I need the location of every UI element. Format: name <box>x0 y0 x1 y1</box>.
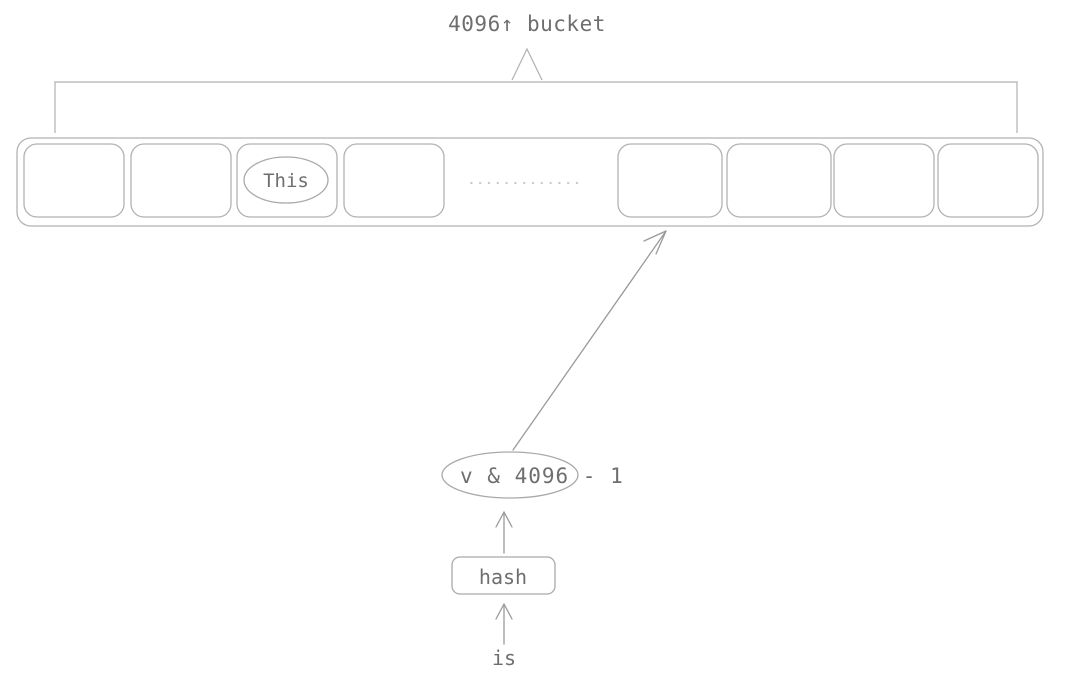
bucket-cell-7[interactable] <box>937 143 1039 218</box>
index-expression-label: v & 4096 - 1 <box>460 464 624 488</box>
bucket-entry-this-label: This <box>263 170 309 192</box>
hash-function-label: hash <box>479 565 527 589</box>
input-token-label: is <box>492 646 516 670</box>
bucket-cell-0[interactable] <box>23 143 125 218</box>
bucket-cells-right <box>617 143 1039 218</box>
hash-function-box <box>451 556 556 595</box>
bucket-cell-1[interactable] <box>130 143 232 218</box>
bucket-entry-this[interactable]: This <box>243 156 329 204</box>
index-to-bucket-arrow <box>512 230 667 451</box>
bucket-entry-this-ellipse <box>243 156 329 204</box>
index-expression-ellipse <box>441 451 579 499</box>
bucket-array-title: 4096↑ bucket <box>448 12 606 36</box>
hash-function-node[interactable]: hash <box>451 556 556 595</box>
bucket-span-bracket <box>54 47 1018 133</box>
bucket-cell-6[interactable] <box>833 143 935 218</box>
hash-to-index-arrow <box>495 511 513 554</box>
bucket-cell-4[interactable] <box>617 143 723 218</box>
input-to-hash-arrow <box>495 603 513 645</box>
index-expression-node[interactable]: v & 4096 - 1 <box>441 451 624 499</box>
bucket-cell-5[interactable] <box>726 143 832 218</box>
bucket-cell-3[interactable] <box>343 143 445 218</box>
